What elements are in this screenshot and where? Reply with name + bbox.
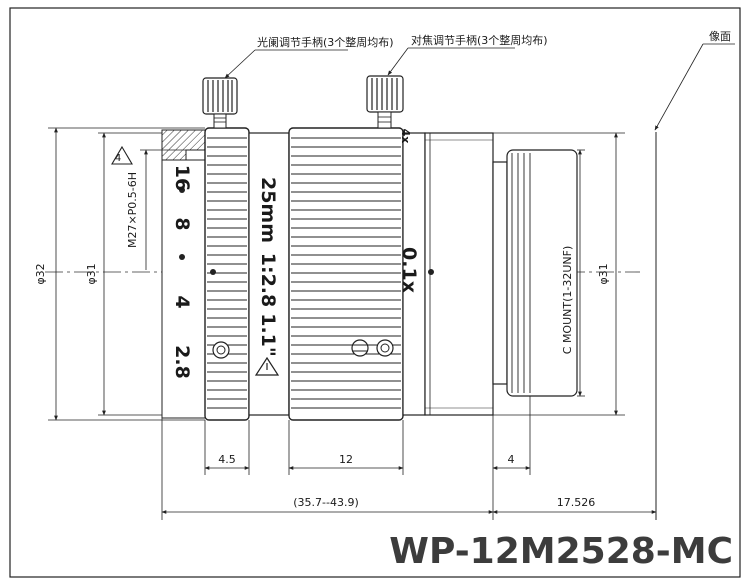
callout-text: 光阑调节手柄(3个整周均布) 对焦调节手柄(3个整周均布) 像面	[257, 30, 731, 49]
focus-handle-callout: 对焦调节手柄(3个整周均布)	[411, 33, 548, 47]
tolerance-triangle-icon	[111, 145, 133, 165]
rear-barrel	[402, 132, 494, 416]
focus-lock-screw-right	[376, 339, 394, 357]
iris-handle-callout: 光阑调节手柄(3个整周均布)	[257, 35, 394, 49]
magnification-label: 0.1x	[398, 247, 420, 293]
iris-index-dot	[210, 269, 216, 275]
focal-length-label: 25mm	[257, 177, 279, 243]
image-plane-callout: 像面	[709, 30, 731, 43]
phi31-left-label: φ31	[85, 263, 98, 284]
magnification-small-label: 4x	[399, 129, 412, 144]
fnum-16-label: 16	[171, 165, 193, 191]
focus-handle-knob	[366, 75, 404, 129]
warning-triangle-icon	[254, 356, 280, 376]
phi32-label: φ32	[34, 263, 47, 284]
focus-lock-screw-left	[351, 339, 369, 357]
tolerance-mark-label: 4	[115, 153, 121, 164]
barrel-engraving: 16 8 4 2.8 25mm 1:2.8 1.1" 0.1x	[171, 165, 420, 379]
diameter-labels: φ32 φ31 M27×P0.5-6H C MOUNT(1-32UNF) φ31	[34, 172, 610, 354]
c-mount	[492, 149, 578, 397]
diameter-dimensions	[48, 127, 625, 421]
model-title: WP-12M2528-MC	[389, 531, 733, 572]
fnum-dot-upper	[179, 187, 185, 193]
front-thread-section	[161, 129, 206, 419]
dim-4-label: 4	[508, 453, 515, 466]
fnum-dot-lower	[179, 254, 185, 260]
format-label: 1.1"	[257, 313, 279, 357]
callout-leaders	[224, 43, 735, 131]
drawing-frame	[9, 7, 741, 578]
fnum-4-label: 4	[171, 295, 193, 308]
focus-index-dot	[428, 269, 434, 275]
fnum-8-label: 8	[171, 217, 193, 230]
thread-label: M27×P0.5-6H	[126, 172, 139, 248]
dim-4-5-label: 4.5	[218, 453, 236, 466]
phi31-right-label: φ31	[597, 263, 610, 284]
length-dimensions	[161, 396, 657, 520]
dim-range-label: (35.7--43.9)	[293, 496, 359, 509]
mount-label: C MOUNT(1-32UNF)	[561, 246, 574, 354]
iris-handle-knob	[202, 77, 238, 129]
length-labels: 4.5 12 4 (35.7--43.9) 17.526	[218, 453, 595, 509]
aperture-label: 1:2.8	[257, 253, 279, 307]
fnum-28-label: 2.8	[171, 345, 193, 379]
focus-ring	[288, 127, 404, 421]
iris-lock-screw	[212, 341, 230, 359]
dim-12-label: 12	[339, 453, 353, 466]
dim-flange-label: 17.526	[557, 496, 596, 509]
